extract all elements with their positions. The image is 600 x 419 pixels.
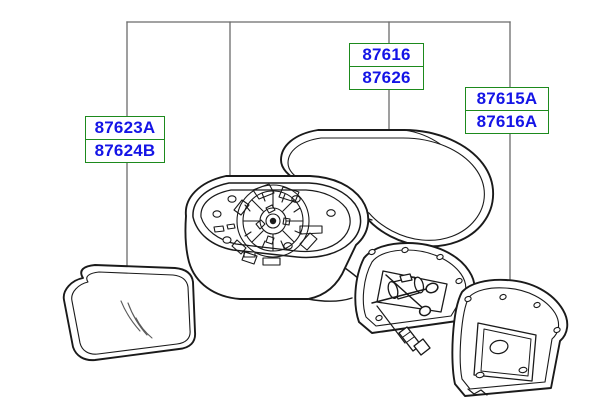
mirror-mounting-bracket-part [354, 242, 476, 356]
bracket-cover-screw-holes [464, 293, 561, 379]
leader-lines [126, 21, 511, 288]
part-number-87615a: 87615A [476, 89, 538, 108]
mounting-bracket-screw-holes [368, 246, 463, 322]
part-number-87616: 87616 [362, 45, 411, 64]
mirror-glass-inner-edge [71, 271, 191, 355]
mirror-housing-part [184, 175, 373, 302]
mirror-housing-slots [213, 223, 323, 258]
bracket-cover-opening [489, 339, 509, 355]
bracket-pivot-cylinder [387, 273, 425, 300]
part-number-87616a: 87616A [466, 110, 548, 133]
mounting-bolt [376, 305, 431, 356]
mirror-glass-reflection-lines [120, 300, 153, 339]
bracket-pivot-arm [371, 274, 439, 317]
mirror-glass-part [62, 264, 197, 362]
part-number-87623a: 87623A [94, 118, 156, 137]
mirror-housing-screw-holes [212, 195, 336, 250]
mirror-cover-cap-part [280, 129, 494, 248]
mirror-cover-top-detail [403, 129, 441, 145]
callout-mirror-cover[interactable]: 87616 87626 [349, 43, 424, 90]
mirror-bracket-cover-part [451, 278, 569, 397]
part-number-87624b: 87624B [86, 139, 164, 162]
callout-mirror-glass[interactable]: 87623A 87624B [85, 116, 165, 163]
callout-mirror-bracket[interactable]: 87615A 87616A [465, 87, 549, 134]
mirror-actuator-mechanism [231, 183, 318, 266]
part-number-87626: 87626 [350, 66, 423, 89]
bracket-cover-faceplate-inner [480, 328, 532, 377]
bracket-cover-bottom-notch [467, 388, 488, 396]
mirror-housing-base-edge [307, 297, 353, 302]
